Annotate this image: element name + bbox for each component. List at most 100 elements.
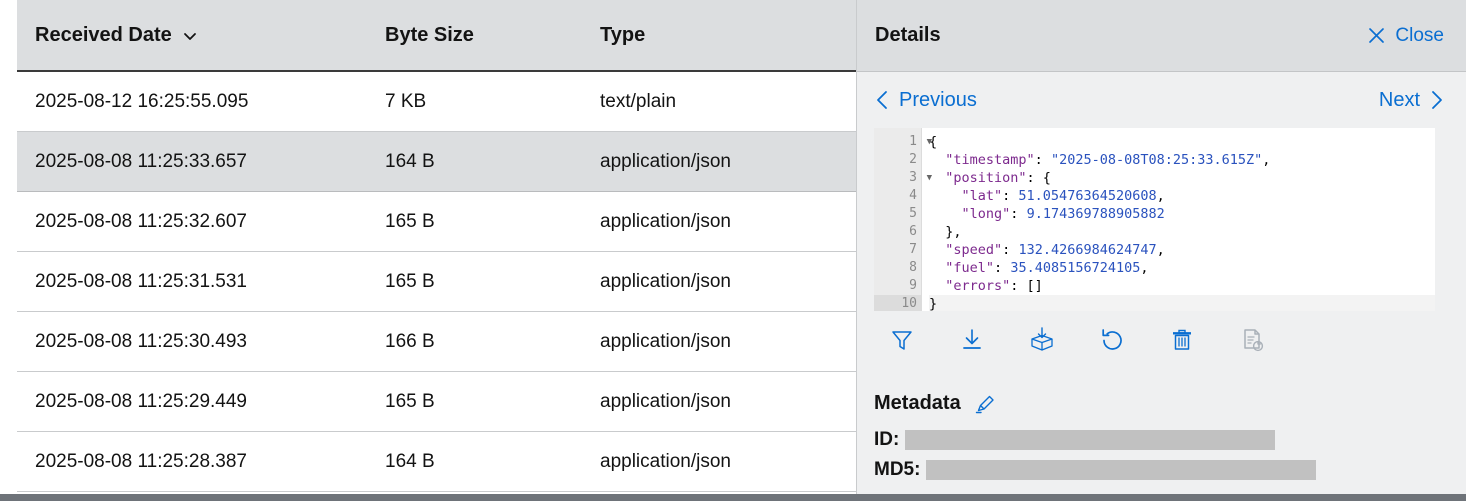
column-header-received-date-label: Received Date — [35, 23, 172, 46]
restore-icon — [1099, 327, 1126, 354]
table-row[interactable]: 2025-08-08 11:25:31.531 165 B applicatio… — [17, 252, 857, 312]
close-button[interactable]: Close — [1367, 25, 1444, 47]
table-row[interactable]: 2025-08-08 11:25:28.387 164 B applicatio… — [17, 432, 857, 492]
json-code-editor[interactable]: 1▼ 2 3▼ 4 5 6 7 8 9 10 { "timestamp": "2… — [874, 128, 1435, 311]
line-number: 2 — [909, 152, 917, 167]
table-row[interactable]: 2025-08-08 11:25:29.449 165 B applicatio… — [17, 372, 857, 432]
filter-icon — [889, 327, 915, 353]
line-number: 8 — [909, 260, 917, 275]
line-number: 6 — [909, 224, 917, 239]
table-row[interactable]: 2025-08-12 16:25:55.095 7 KB text/plain — [17, 72, 857, 132]
cell-type: text/plain — [600, 90, 677, 112]
column-header-byte-size-label: Byte Size — [385, 23, 474, 46]
cell-type: application/json — [600, 330, 731, 352]
horizontal-scrollbar[interactable] — [0, 494, 1466, 501]
previous-button-label: Previous — [899, 88, 977, 111]
line-number: 1▼ — [909, 134, 932, 149]
details-action-toolbar — [882, 320, 1272, 360]
code-line: "speed": 132.4266984624747, — [945, 242, 1165, 258]
filter-button[interactable] — [882, 320, 922, 360]
next-button[interactable]: Next — [1379, 89, 1444, 112]
metadata-header: Metadata — [874, 392, 1454, 415]
line-number: 3▼ — [909, 170, 932, 185]
fold-toggle-icon[interactable]: ▼ — [926, 173, 932, 183]
metadata-field-value-redacted — [905, 430, 1276, 450]
file-table: Received Date Byte Size Type 2025-08-1 — [17, 0, 857, 492]
metadata-field-id: ID: — [874, 429, 1454, 451]
download-icon — [959, 327, 985, 353]
cell-byte-size: 165 B — [385, 390, 435, 412]
metadata-field-label: MD5: — [874, 459, 921, 480]
column-header-type-label: Type — [600, 23, 646, 46]
table-row[interactable]: 2025-08-08 11:25:33.657 164 B applicatio… — [17, 132, 857, 192]
code-line: "long": 9.174369788905882 — [961, 206, 1165, 222]
table-bottom-border — [17, 491, 857, 492]
document-refresh-icon — [1239, 327, 1265, 353]
details-panel: Details Close Previous N — [857, 0, 1466, 501]
reprocess-document-button — [1232, 320, 1272, 360]
cell-byte-size: 164 B — [385, 450, 435, 472]
delete-button[interactable] — [1162, 320, 1202, 360]
close-button-label: Close — [1395, 24, 1444, 46]
code-line: "lat": 51.05476364520608, — [961, 188, 1165, 204]
column-header-byte-size[interactable]: Byte Size — [385, 24, 600, 47]
close-icon — [1367, 26, 1386, 45]
cell-received-date: 2025-08-08 11:25:31.531 — [35, 270, 247, 292]
table-row[interactable]: 2025-08-08 11:25:32.607 165 B applicatio… — [17, 192, 857, 252]
fold-toggle-icon[interactable]: ▼ — [926, 137, 932, 147]
column-header-type[interactable]: Type — [600, 24, 857, 47]
cell-received-date: 2025-08-12 16:25:55.095 — [35, 90, 249, 112]
unpack-button[interactable] — [1022, 320, 1062, 360]
code-line: { — [929, 134, 938, 150]
code-line: "errors": [] — [945, 278, 1043, 294]
cell-type: application/json — [600, 390, 731, 412]
horizontal-scrollbar-thumb[interactable] — [0, 494, 1466, 501]
cell-byte-size: 164 B — [385, 150, 435, 172]
code-line: } — [929, 295, 1435, 311]
table-row[interactable]: 2025-08-08 11:25:30.493 166 B applicatio… — [17, 312, 857, 372]
unpack-box-icon — [1028, 326, 1056, 354]
table-header-row: Received Date Byte Size Type — [17, 0, 857, 72]
code-line: }, — [929, 224, 962, 240]
page-title: Details — [875, 24, 941, 46]
code-line: "timestamp": "2025-08-08T08:25:33.615Z", — [945, 152, 1271, 168]
details-navigation: Previous Next — [857, 72, 1466, 128]
metadata-title: Metadata — [874, 392, 961, 414]
cell-type: application/json — [600, 270, 731, 292]
cell-byte-size: 166 B — [385, 330, 435, 352]
cell-received-date: 2025-08-08 11:25:29.449 — [35, 390, 247, 412]
download-button[interactable] — [952, 320, 992, 360]
cell-received-date: 2025-08-08 11:25:28.387 — [35, 450, 247, 472]
cell-type: application/json — [600, 210, 731, 232]
cell-byte-size: 165 B — [385, 210, 435, 232]
code-line: "position": { — [945, 170, 1051, 186]
metadata-section: Metadata ID: MD5: — [874, 392, 1454, 489]
code-line: "fuel": 35.4085156724105, — [945, 260, 1149, 276]
column-header-received-date[interactable]: Received Date — [17, 24, 385, 47]
cell-byte-size: 165 B — [385, 270, 435, 292]
cell-received-date: 2025-08-08 11:25:30.493 — [35, 330, 247, 352]
file-list-panel: Received Date Byte Size Type 2025-08-1 — [17, 0, 857, 492]
panel-divider — [856, 0, 857, 501]
metadata-field-label: ID: — [874, 429, 900, 450]
line-number: 9 — [909, 278, 917, 293]
chevron-down-icon[interactable] — [182, 28, 198, 44]
line-number: 10 — [874, 295, 921, 311]
cell-type: application/json — [600, 150, 731, 172]
chevron-left-icon — [875, 90, 889, 110]
line-number: 7 — [909, 242, 917, 257]
pencil-edit-icon[interactable] — [974, 393, 996, 415]
editor-line-number-gutter: 1▼ 2 3▼ 4 5 6 7 8 9 10 — [874, 128, 932, 311]
chevron-right-icon — [1430, 90, 1444, 110]
restore-button[interactable] — [1092, 320, 1132, 360]
table-body: 2025-08-12 16:25:55.095 7 KB text/plain … — [17, 72, 857, 492]
line-number: 5 — [909, 206, 917, 221]
metadata-field-value-redacted — [926, 460, 1317, 480]
next-button-label: Next — [1378, 88, 1420, 111]
previous-button[interactable]: Previous — [875, 89, 977, 112]
cell-received-date: 2025-08-08 11:25:32.607 — [35, 210, 247, 232]
cell-type: application/json — [600, 450, 731, 472]
editor-code-content[interactable]: { "timestamp": "2025-08-08T08:25:33.615Z… — [922, 128, 1435, 311]
line-number: 4 — [909, 188, 917, 203]
metadata-field-md5: MD5: — [874, 459, 1454, 481]
